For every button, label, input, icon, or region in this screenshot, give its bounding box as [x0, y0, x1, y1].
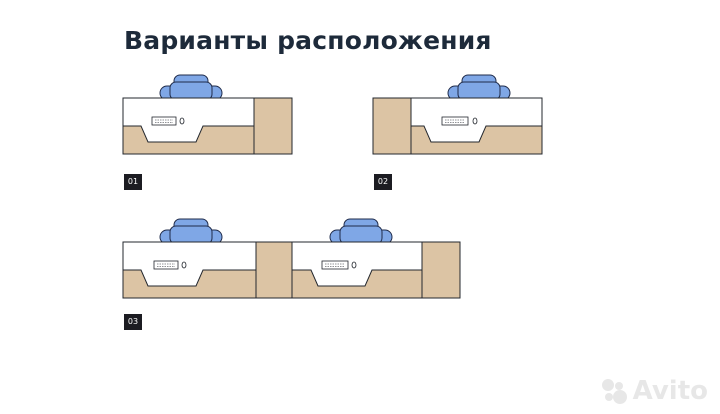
mouse-icon [472, 117, 478, 125]
variant-label-03: 03 [124, 314, 142, 330]
chair-icon [159, 74, 223, 101]
mouse-icon [181, 261, 187, 269]
mouse-icon [179, 117, 185, 125]
keyboard-icon [321, 260, 349, 270]
variant-label-01: 01 [124, 174, 142, 190]
avito-watermark: Avito [599, 376, 708, 406]
side-cabinet [253, 97, 293, 155]
desk-shape [122, 97, 255, 155]
side-cabinet [255, 241, 293, 299]
desk-shape [410, 97, 543, 155]
keyboard-icon [441, 116, 469, 126]
variant-label-02: 02 [374, 174, 392, 190]
watermark-text: Avito [632, 376, 708, 406]
layout-variant-03-diagram [122, 218, 461, 299]
keyboard-icon [153, 260, 179, 270]
avito-logo-icon [601, 379, 627, 404]
chair-icon [159, 218, 223, 245]
mouse-icon [351, 261, 357, 269]
desk-shape [291, 241, 423, 299]
layout-variant-01-diagram [122, 74, 293, 155]
side-cabinet [421, 241, 461, 299]
desk-shape [122, 241, 257, 299]
chair-icon [447, 74, 511, 101]
layout-variant-02-diagram [372, 74, 543, 155]
keyboard-icon [151, 116, 177, 126]
chair-icon [329, 218, 393, 245]
page-title: Варианты расположения [124, 26, 492, 55]
side-cabinet [372, 97, 412, 155]
